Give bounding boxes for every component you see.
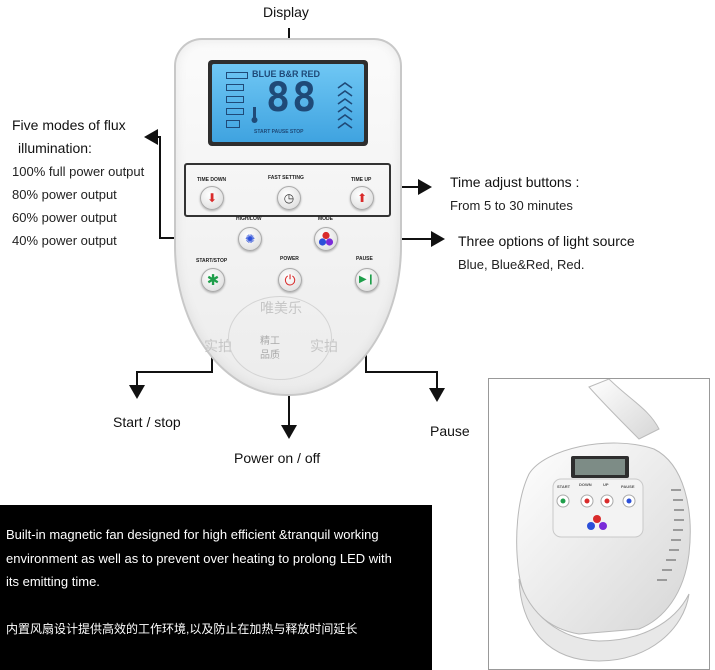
- flux-mode-60: 60% power output: [12, 210, 117, 225]
- power-label: Power on / off: [234, 450, 321, 466]
- photo-down-label: DOWN: [579, 482, 592, 487]
- info-line-2: environment as well as to prevent over h…: [6, 551, 392, 566]
- lcd-status: START PAUSE STOP: [254, 129, 304, 135]
- lcd-digits: 88: [266, 75, 319, 121]
- power-icon: ⏻: [284, 272, 296, 288]
- pause-button[interactable]: ▶❙: [355, 268, 379, 292]
- power-button[interactable]: ⏻: [278, 268, 302, 292]
- info-line-3: its emitting time.: [6, 574, 100, 589]
- time-down-label: TIME DOWN: [197, 177, 227, 183]
- clock-icon: ◷: [283, 191, 295, 205]
- flux-title-2: illumination:: [18, 140, 92, 156]
- time-down-button[interactable]: ⬇: [200, 186, 224, 210]
- high-low-button[interactable]: ✺: [238, 227, 262, 251]
- product-photo: START DOWN UP PAUSE: [488, 378, 710, 670]
- high-low-label: HIGH/LOW: [236, 216, 262, 222]
- info-box: Built-in magnetic fan designed for high …: [0, 505, 432, 670]
- watermark-left: 实拍: [204, 339, 232, 355]
- time-adjust-sub: From 5 to 30 minutes: [450, 198, 573, 213]
- lcd-mode-text: BLUE B&R RED: [252, 69, 321, 79]
- lcd-level-bars: [226, 72, 248, 128]
- start-stop-label: Start / stop: [113, 414, 181, 430]
- info-line-4: 内置风扇设计提供高效的工作环境,以及防止在加热与释放时间延长: [6, 622, 358, 636]
- photo-up-label: UP: [603, 482, 609, 487]
- light-source-sub: Blue, Blue&Red, Red.: [458, 257, 585, 272]
- sun-icon: ✺: [244, 232, 256, 246]
- play-pause-icon: ▶❙: [358, 274, 376, 285]
- time-adjust-label: Time adjust buttons :: [450, 174, 580, 190]
- light-source-label: Three options of light source: [458, 233, 635, 249]
- flux-title-1: Five modes of flux: [12, 117, 126, 133]
- tri-color-dots-icon: [318, 231, 334, 246]
- mode-label: MODE: [318, 216, 333, 222]
- display-label: Display: [263, 4, 309, 20]
- power-panel-label: POWER: [280, 256, 299, 262]
- fast-setting-label: FAST SETTING: [268, 175, 304, 181]
- flux-mode-40: 40% power output: [12, 233, 117, 248]
- photo-start-label: START: [557, 484, 571, 489]
- pause-panel-label: PAUSE: [356, 256, 373, 262]
- watermark-ring: [228, 296, 332, 380]
- time-up-button[interactable]: ⬆: [350, 186, 374, 210]
- fast-setting-button[interactable]: ◷: [277, 186, 301, 210]
- thermometer-icon: [251, 107, 258, 123]
- flux-mode-100: 100% full power output: [12, 164, 145, 179]
- pause-label: Pause: [430, 423, 470, 439]
- photo-pause-label: PAUSE: [621, 484, 635, 489]
- time-up-label: TIME UP: [351, 177, 372, 183]
- start-stop-panel-label: START/STOP: [196, 258, 228, 264]
- mode-button[interactable]: [314, 227, 338, 251]
- start-stop-button[interactable]: ✱: [201, 268, 225, 292]
- device-head-illustration: [516, 379, 691, 662]
- arrow-up-icon: ⬆: [356, 191, 368, 205]
- info-line-1: Built-in magnetic fan designed for high …: [6, 527, 379, 542]
- time-button-group: [184, 163, 391, 217]
- flux-mode-80: 80% power output: [12, 187, 117, 202]
- chevron-up-stack-icon: [337, 82, 353, 129]
- fan-icon: ✱: [206, 271, 220, 289]
- arrow-down-icon: ⬇: [206, 191, 218, 205]
